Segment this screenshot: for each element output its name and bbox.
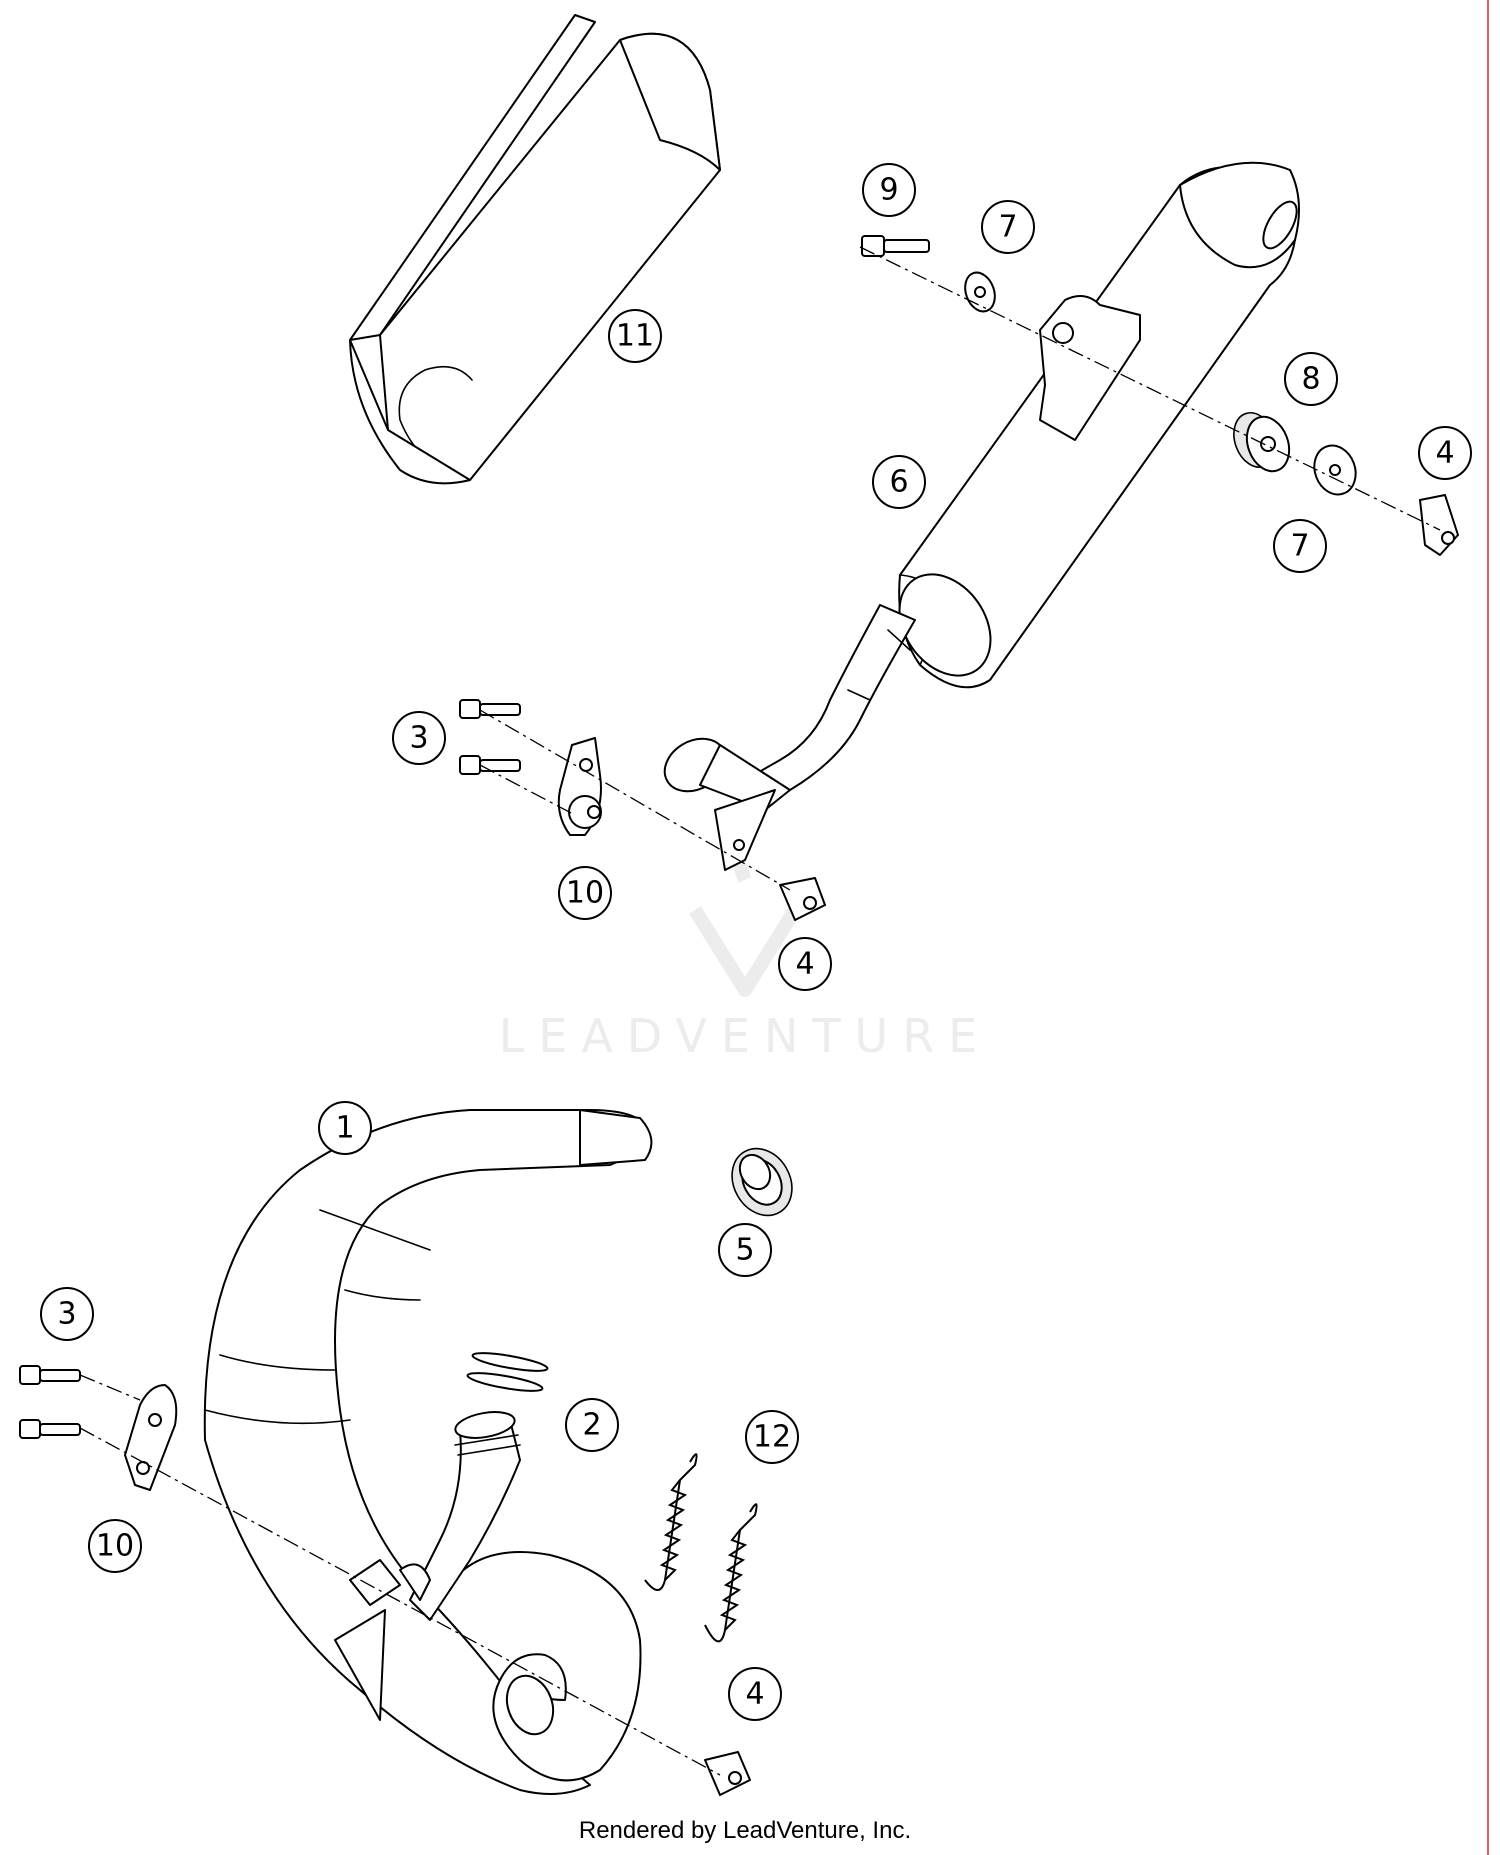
callout-6: 6 [872,455,926,509]
washer-7-upper [964,271,996,313]
svg-text:4: 4 [745,1677,764,1712]
clip-nut-4-upper [1419,494,1459,556]
rubber-grommet-8 [1233,412,1291,473]
callout-3-upper: 3 [392,711,446,765]
assembly-axis-middle [479,709,791,891]
callout-10-lower: 10 [88,1519,142,1573]
bracket-10-upper [557,737,602,836]
heat-shield-sleeve [349,14,721,485]
svg-text:9: 9 [879,173,898,208]
svg-text:1: 1 [335,1111,354,1146]
callout-5: 5 [718,1223,772,1277]
bolt-3-upper-a [459,699,521,719]
svg-text:4: 4 [1435,436,1454,471]
callout-4-upper: 4 [1418,426,1472,480]
callout-4-middle: 4 [778,937,832,991]
sealing-collar-5 [731,1147,793,1217]
callout-11: 11 [608,309,662,363]
svg-text:2: 2 [582,1408,601,1443]
callout-1: 1 [318,1101,372,1155]
callout-3-lower: 3 [40,1287,94,1341]
assembly-axis-lower [79,1427,721,1776]
bolt-3-lower-a [19,1365,81,1385]
clip-nut-4-middle [779,877,826,921]
svg-text:4: 4 [795,947,814,982]
svg-text:12: 12 [753,1420,791,1455]
bracket-10-lower [124,1384,178,1491]
callout-2: 2 [565,1398,619,1452]
bolt-3-lower-b [19,1419,81,1439]
svg-text:8: 8 [1301,362,1320,397]
springs-12 [644,1453,758,1643]
svg-text:7: 7 [1290,529,1309,564]
svg-text:3: 3 [57,1297,76,1332]
svg-text:10: 10 [96,1529,134,1564]
clip-nut-4-lower [704,1751,751,1796]
silencer-muffler [663,161,1300,871]
watermark-text: LEADVENTURE [499,1009,992,1063]
assembly-axis-middle-2 [479,764,576,816]
assembly-axis-upper [859,246,1441,531]
callout-7-lower: 7 [1273,519,1327,573]
callout-12: 12 [745,1410,799,1464]
callout-10-upper: 10 [558,866,612,920]
svg-text:3: 3 [409,721,428,756]
assembly-axis-lower-2 [79,1374,141,1401]
footer-credit: Rendered by LeadVenture, Inc. [579,1817,911,1844]
callout-9: 9 [862,163,916,217]
svg-text:10: 10 [566,876,604,911]
washer-7-lower [1313,444,1357,496]
callout-4-lower: 4 [728,1667,782,1721]
callout-7-upper: 7 [981,200,1035,254]
svg-text:11: 11 [616,319,654,354]
svg-text:7: 7 [998,210,1017,245]
o-rings-2 [466,1352,549,1392]
callout-8: 8 [1284,352,1338,406]
bolt-3-upper-b [459,755,521,775]
svg-text:5: 5 [735,1233,754,1268]
svg-text:6: 6 [889,465,908,500]
exhaust-pipe-1 [203,1109,653,1795]
